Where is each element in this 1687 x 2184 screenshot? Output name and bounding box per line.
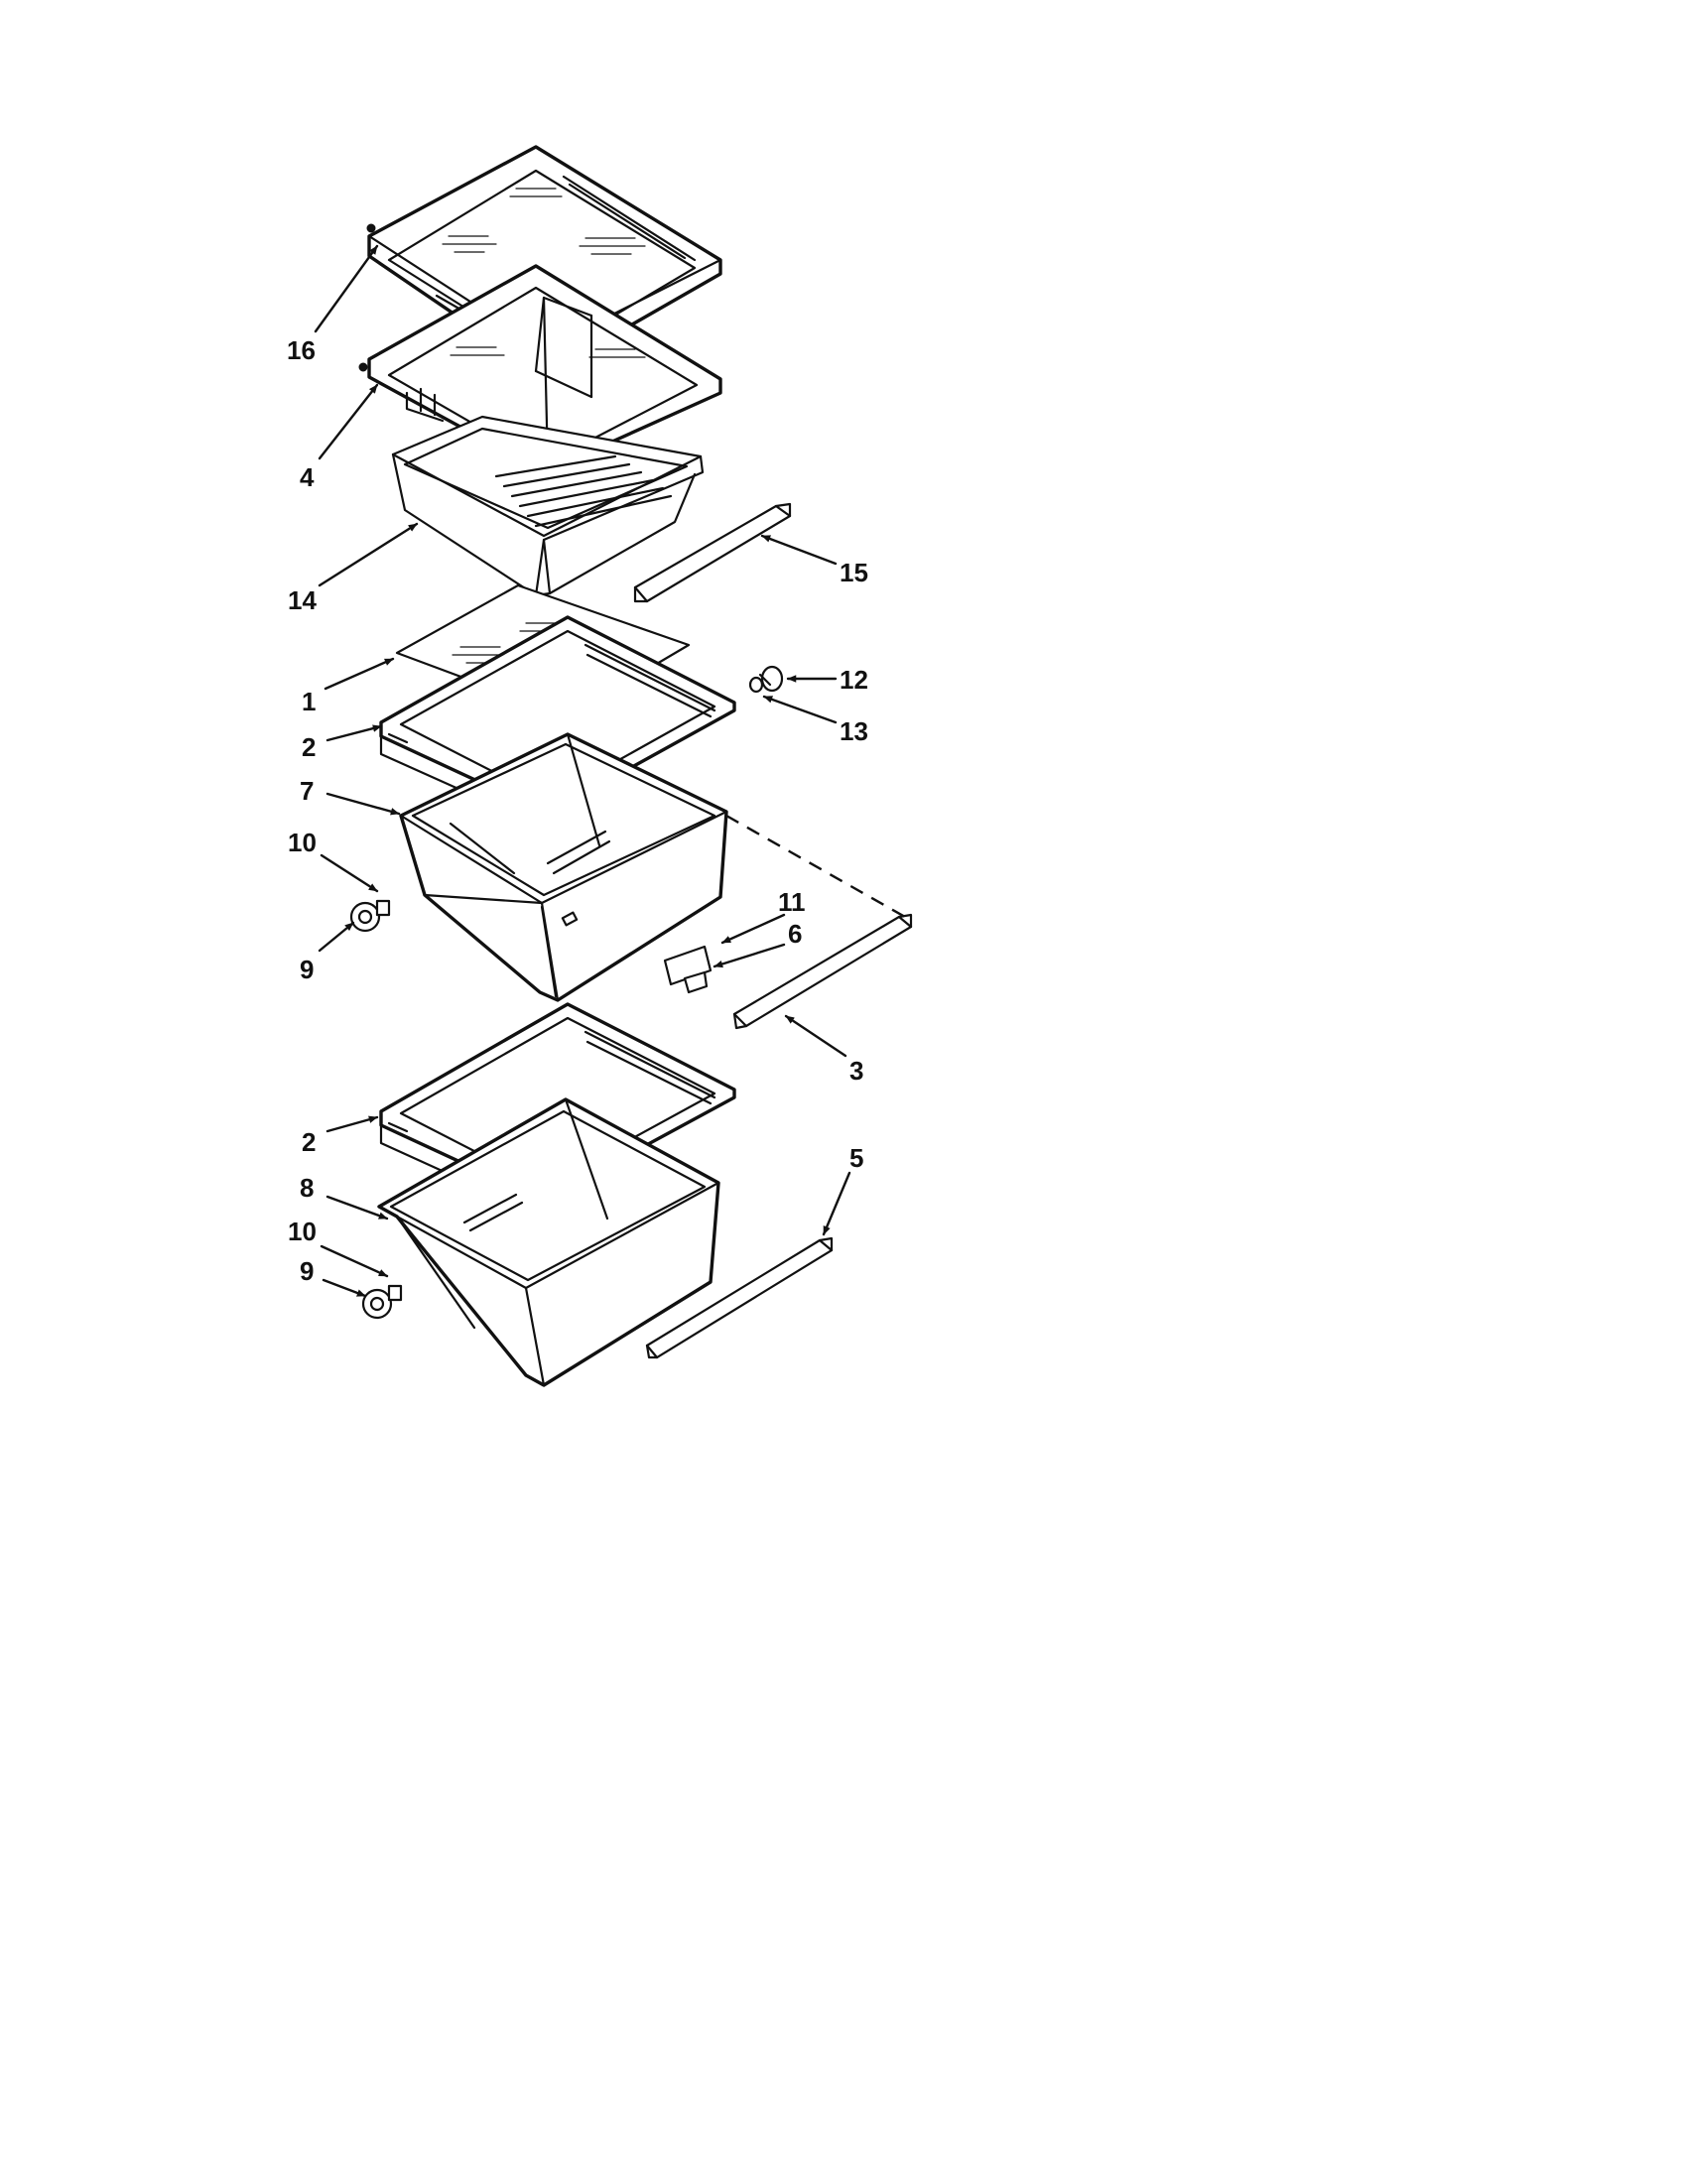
callout-5: 5 — [849, 1143, 863, 1173]
roller-part-9-upper — [349, 901, 381, 933]
trim-part-3 — [732, 913, 913, 1030]
leader-2a — [325, 724, 383, 742]
callout-8: 8 — [300, 1173, 314, 1203]
leader-3 — [784, 1014, 847, 1058]
axle-part-10-upper — [375, 899, 391, 917]
callout-13: 13 — [840, 716, 868, 746]
leader-14 — [318, 522, 419, 587]
shelf-glass-hatching — [442, 188, 646, 255]
leader-15 — [760, 534, 838, 566]
axle-part-10-lower — [387, 1284, 403, 1302]
trim-part-15 — [633, 502, 792, 603]
deli-bin-part-14 — [391, 415, 705, 597]
callout-14: 14 — [288, 585, 317, 615]
callout-9-upper: 9 — [300, 955, 314, 984]
callout-7: 7 — [300, 776, 314, 806]
callout-2-upper: 2 — [302, 732, 316, 762]
callout-15: 15 — [840, 558, 868, 587]
callout-2-lower: 2 — [302, 1127, 316, 1157]
assembly-dashed-line — [725, 814, 906, 919]
shelf-frame-part-4 — [358, 264, 722, 474]
exploded-parts-diagram: 16 4 14 15 1 12 13 2 7 10 9 11 6 3 2 8 5… — [287, 145, 913, 1387]
callout-3: 3 — [849, 1056, 863, 1086]
crisper-drawer-part-8 — [377, 1097, 720, 1387]
washer-part-13 — [748, 676, 764, 694]
callout-1: 1 — [302, 687, 316, 716]
leader-9b — [322, 1278, 367, 1298]
crisper-drawer-part-7 — [399, 732, 728, 1002]
leader-13 — [762, 695, 838, 724]
leader-16 — [314, 244, 379, 333]
trim-part-5 — [645, 1236, 834, 1359]
bracket-part-6 — [683, 970, 709, 994]
leader-4 — [318, 383, 379, 460]
callout-12: 12 — [840, 665, 868, 695]
callout-labels: 16 4 14 15 1 12 13 2 7 10 9 11 6 3 2 8 5… — [287, 335, 868, 1286]
leader-5 — [822, 1171, 851, 1236]
callout-11: 11 — [778, 887, 806, 917]
bin-ribs — [494, 454, 673, 528]
leader-9a — [318, 921, 355, 953]
leader-10b — [320, 1244, 389, 1278]
callout-16: 16 — [287, 335, 316, 365]
callout-10-lower: 10 — [288, 1217, 317, 1246]
leader-10a — [320, 853, 379, 893]
clip-part-11 — [663, 945, 713, 986]
leader-2b — [325, 1115, 379, 1133]
screw-part-12 — [758, 665, 784, 693]
leader-11 — [720, 913, 786, 945]
top-shelf-part-16 — [366, 145, 722, 377]
leader-6 — [713, 943, 786, 968]
callout-10-upper: 10 — [288, 828, 317, 857]
roller-part-9-lower — [361, 1288, 393, 1320]
leader-1 — [324, 657, 395, 691]
leader-arrows — [314, 244, 851, 1298]
leader-7 — [325, 792, 401, 816]
leader-8 — [325, 1195, 389, 1220]
callout-6: 6 — [788, 919, 802, 949]
callout-9-lower: 9 — [300, 1256, 314, 1286]
callout-4: 4 — [300, 462, 315, 492]
